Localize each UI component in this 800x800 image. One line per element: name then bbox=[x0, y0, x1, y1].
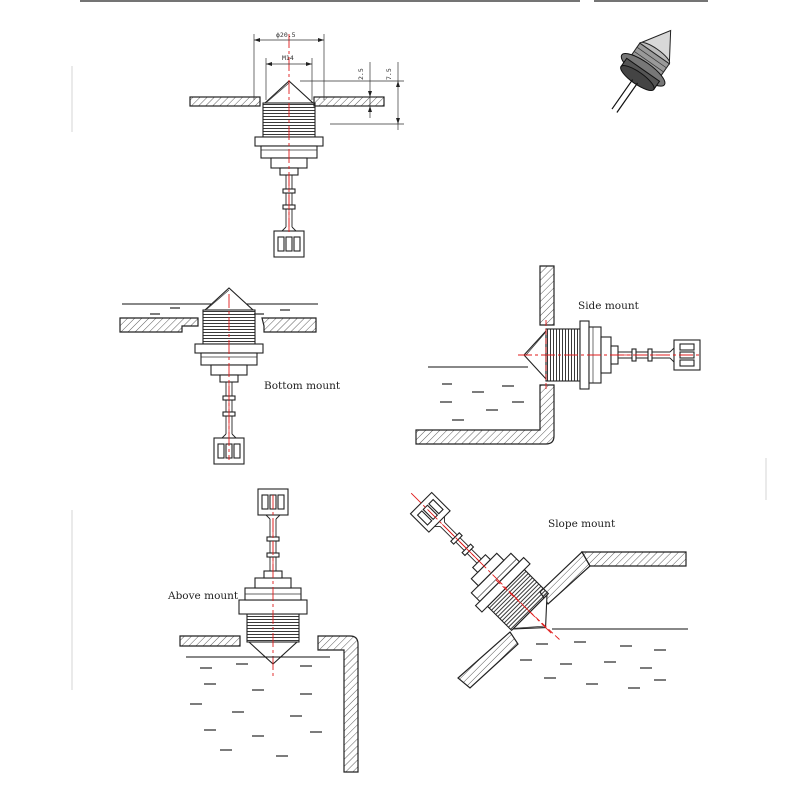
outer-diameter-label: ϕ20.5 bbox=[276, 31, 296, 39]
dimension-drawing: ϕ20.5 M14 2.5 7.5 bbox=[189, 31, 404, 258]
3d-sensor-render-icon bbox=[611, 29, 672, 113]
sensor-cable-connector bbox=[273, 174, 305, 258]
thread-size-label: M14 bbox=[282, 54, 294, 62]
overall-height-label: 7.5 bbox=[385, 68, 393, 80]
side-mount-diagram: Side mount bbox=[415, 265, 701, 445]
above-mount-diagram: Above mount bbox=[167, 488, 359, 773]
wall-thickness-label: 2.5 bbox=[357, 68, 365, 80]
side-mount-label: Side mount bbox=[578, 300, 640, 312]
slope-mount-label: Slope mount bbox=[548, 518, 616, 530]
bottom-mount-label: Bottom mount bbox=[264, 380, 341, 392]
slope-mount-diagram: Slope mount bbox=[409, 491, 688, 689]
above-mount-label: Above mount bbox=[167, 590, 239, 602]
bottom-mount-diagram: Bottom mount bbox=[119, 287, 341, 465]
